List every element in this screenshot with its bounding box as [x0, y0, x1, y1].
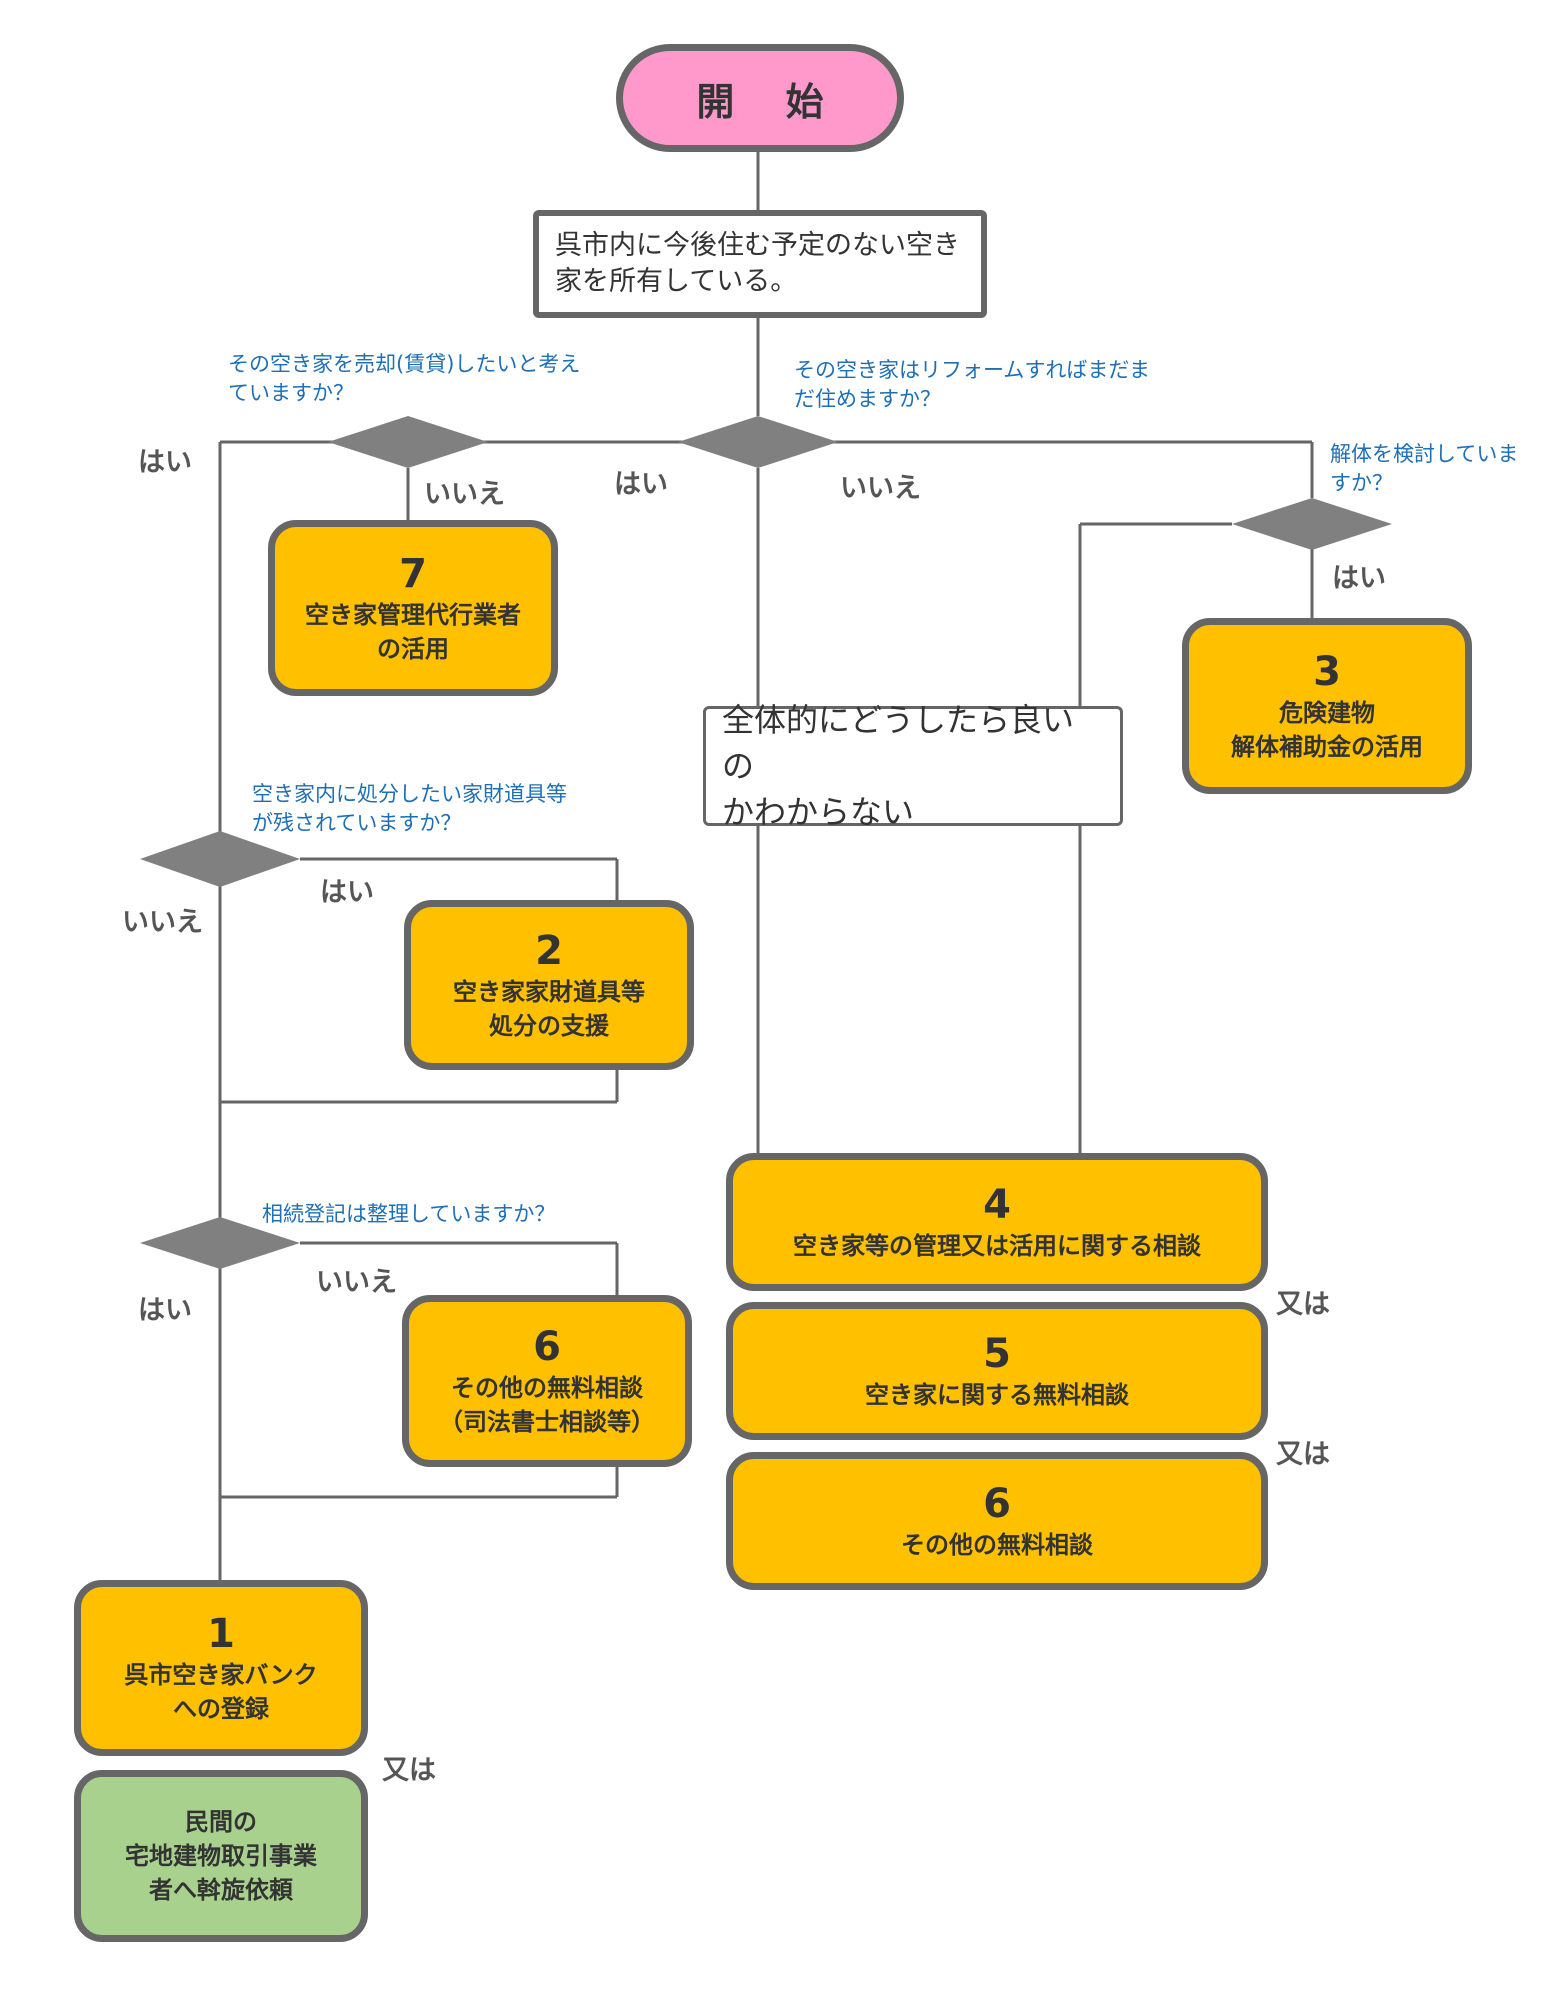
action-text: その他の無料相談 [901, 1531, 1093, 1559]
label-or-1-private: 又は [382, 1755, 436, 1786]
main-question-text: 呉市内に今後住む予定のない空き 家を所有している。 [555, 230, 960, 297]
action-box-6-left: 6 その他の無料相談 （司法書士相談等） [402, 1295, 692, 1467]
label-or-5-6: 又は [1276, 1439, 1330, 1470]
action-box-2: 2 空き家家財道具等 処分の支援 [404, 900, 694, 1070]
label-no-belongings: いいえ [122, 907, 203, 938]
unsure-question-box: 全体的にどうしたら良いの かわからない [703, 701, 1123, 831]
action-text: 空き家管理代行業者 の活用 [305, 601, 521, 663]
private-broker-box: 民間の 宅地建物取引事業 者へ斡旋依頼 [74, 1770, 368, 1942]
action-box-5: 5 空き家に関する無料相談 [726, 1302, 1268, 1440]
action-text: 空き家家財道具等 処分の支援 [453, 978, 645, 1040]
action-number: 5 [983, 1331, 1011, 1377]
decision-diamond-demolish [1232, 498, 1392, 550]
action-box-3: 3 危険建物 解体補助金の活用 [1182, 618, 1472, 794]
label-or-4-5: 又は [1276, 1289, 1330, 1320]
action-box-6-right: 6 その他の無料相談 [726, 1452, 1268, 1590]
action-box-7: 7 空き家管理代行業者 の活用 [268, 520, 558, 696]
action-number: 6 [983, 1481, 1011, 1527]
label-no-sell: いいえ [424, 479, 505, 510]
main-question-box: 呉市内に今後住む予定のない空き 家を所有している。 [533, 210, 987, 318]
action-text: その他の無料相談 （司法書士相談等） [439, 1374, 655, 1436]
unsure-question-text: 全体的にどうしたら良いの かわからない [722, 701, 1075, 831]
question-reform: その空き家はリフォームすればまだま だ住めますか？ [794, 358, 1150, 411]
label-no-reform: いいえ [840, 473, 921, 504]
label-yes-demolish: はい [1332, 563, 1386, 594]
action-number: 1 [207, 1611, 235, 1657]
start-label: 開 始 [696, 79, 843, 124]
label-yes-belongings: はい [320, 877, 374, 908]
action-number: 2 [535, 928, 563, 974]
question-demolish: 解体を検討していま すか？ [1330, 442, 1519, 495]
action-number: 4 [983, 1182, 1011, 1228]
action-text: 空き家に関する無料相談 [865, 1381, 1129, 1409]
decision-diamond-sell [328, 416, 488, 468]
label-no-inheritance: いいえ [316, 1267, 397, 1298]
action-number: 3 [1313, 649, 1341, 695]
decision-diamond-inheritance [140, 1217, 300, 1269]
action-box-1: 1 呉市空き家バンク への登録 [74, 1580, 368, 1756]
action-text: 空き家等の管理又は活用に関する相談 [793, 1232, 1201, 1260]
action-number: 6 [533, 1324, 561, 1370]
label-yes-inheritance: はい [138, 1295, 192, 1326]
decision-diamond-belongings [140, 831, 300, 887]
action-box-4: 4 空き家等の管理又は活用に関する相談 [726, 1153, 1268, 1291]
start-terminal: 開 始 [616, 44, 904, 152]
private-broker-text: 民間の 宅地建物取引事業 者へ斡旋依頼 [125, 1808, 317, 1904]
label-yes-reform: はい [614, 469, 668, 500]
action-text: 呉市空き家バンク への登録 [124, 1661, 318, 1723]
question-belongings: 空き家内に処分したい家財道具等 が残されていますか？ [252, 782, 567, 835]
label-yes-sell: はい [138, 447, 192, 478]
decision-diamond-reform [678, 416, 838, 468]
action-text: 危険建物 解体補助金の活用 [1231, 699, 1423, 761]
question-sell: その空き家を売却(賃貸)したいと考え ていますか？ [228, 352, 581, 405]
action-number: 7 [399, 551, 427, 597]
question-inheritance: 相続登記は整理していますか？ [262, 1202, 556, 1226]
